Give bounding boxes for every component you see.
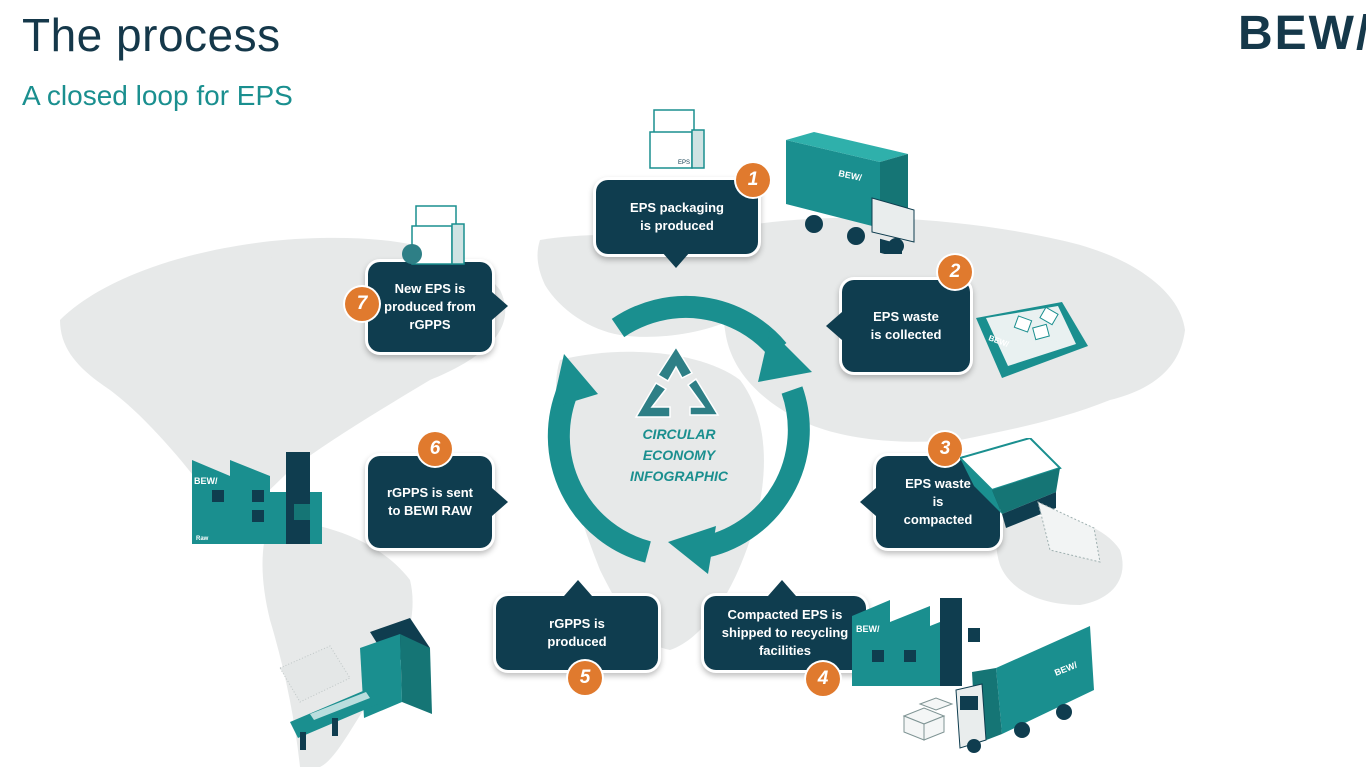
step-pointer-1 [662,252,690,268]
circular-arrows [547,295,812,574]
step-badge-4: 4 [806,662,840,696]
step-badge-7: 7 [345,287,379,321]
step-text-2: EPS waste is collected [870,309,942,342]
step-pointer-4 [768,580,796,596]
step-pointer-3 [860,488,876,516]
step-text-7: New EPS is produced from rGPPS [384,281,476,332]
truck-brand-top: BEW/ [838,168,864,183]
step-text-4: Compacted EPS is shipped to recycling fa… [721,607,849,658]
step-pointer-6 [492,488,508,516]
step-badge-5: 5 [568,661,602,695]
facility-brand: BEW/ [856,624,880,634]
step-box-1: EPS packaging is produced [596,180,758,254]
step-badge-6: 6 [418,432,452,466]
arrow-head-right [668,526,716,574]
step-box-6: rGPPS is sent to BEWI RAW [368,456,492,548]
extruder-machine-illustration [279,618,432,750]
step-text-1: EPS packaging is produced [630,200,724,233]
step-box-2: EPS waste is collected [842,280,970,372]
arrow-arc-left [547,385,652,563]
small-recycle-icon [402,244,422,264]
arrow-arc-top [611,295,787,358]
center-label: CIRCULAR ECONOMY INFOGRAPHIC [630,426,728,484]
arrow-arc-right [697,386,810,559]
factory-sublabel: Raw [196,536,209,542]
recycled-eps-boxes-illustration [402,205,465,265]
waste-container-illustration: BEW/ [976,302,1088,378]
compacted-blocks-illustration [902,697,954,741]
arrow-head-left [552,354,598,408]
step-box-4: Compacted EPS is shipped to recycling fa… [704,596,866,670]
step-badge-3: 3 [928,432,962,466]
step-box-7: New EPS is produced from rGPPS [368,262,492,352]
step-text-3: EPS waste is compacted [903,476,973,527]
step-text-6: rGPPS is sent to BEWI RAW [387,485,473,518]
step-text-5: rGPPS is produced [547,616,607,649]
page-subtitle: A closed loop for EPS [22,80,293,111]
step-pointer-2 [826,312,842,340]
step-pointer-5 [564,580,592,596]
collection-truck-illustration: BEW/ [786,132,915,254]
step-box-5: rGPPS is produced [496,596,658,670]
step-badge-2: 2 [938,255,972,289]
arrow-head-top [758,330,812,382]
recycle-icon [634,345,720,418]
brand-logo: BEW/ [1238,7,1366,60]
bewi-raw-factory-illustration: BEW/ Raw [192,452,322,544]
recycling-facility-illustration: BEW/ [852,598,980,686]
factory-brand: BEW/ [194,476,218,486]
step-pointer-7 [492,292,508,320]
compactor-illustration [960,438,1101,563]
page-title: The process [22,9,281,61]
eps-boxes-illustration: EPS [649,109,705,169]
shipping-truck-illustration: BEW/ [955,626,1094,753]
eps-box-label: EPS [678,160,690,166]
step-badge-1: 1 [736,163,770,197]
